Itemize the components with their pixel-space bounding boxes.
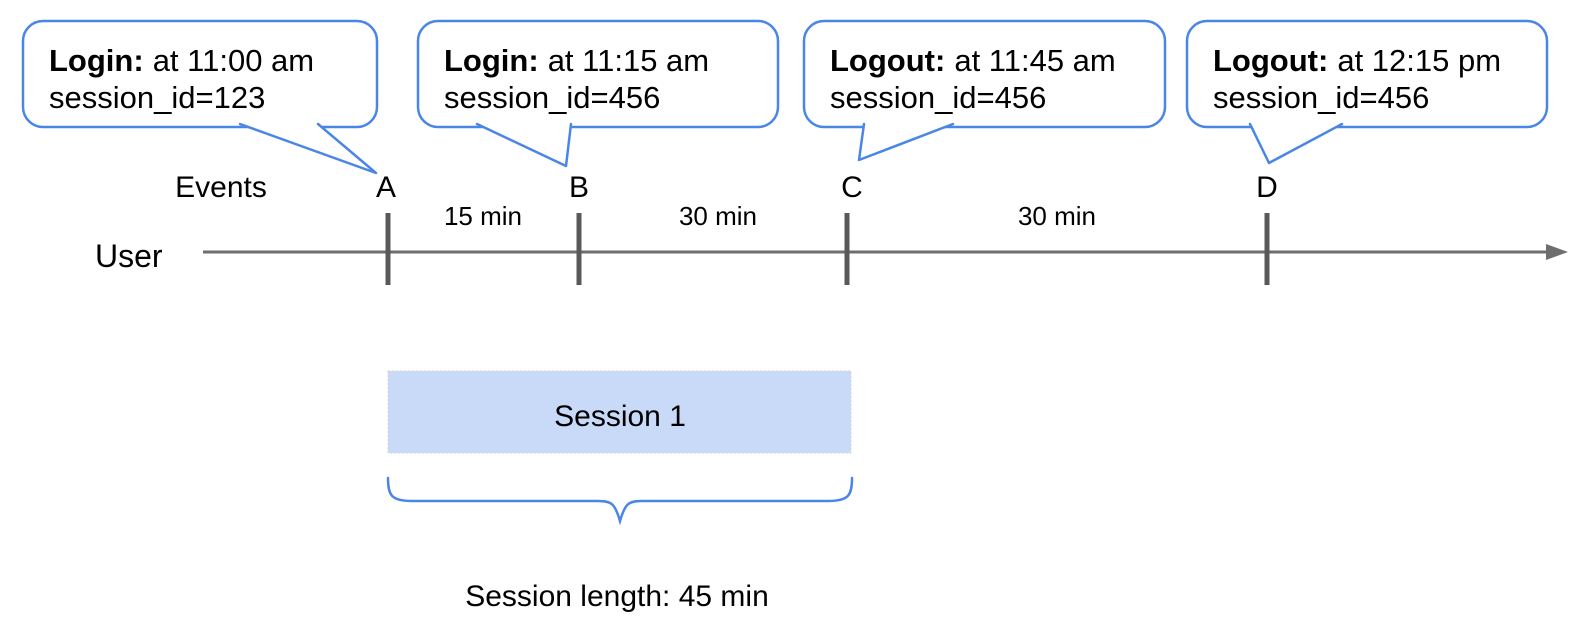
callout-a: Login: at 11:00 am session_id=123 <box>21 19 379 175</box>
callout-tail-pointer <box>475 122 573 168</box>
callout-title: Login: <box>444 43 539 78</box>
callout-line1: Login: at 11:00 am <box>49 43 314 78</box>
session-bar <box>387 370 852 454</box>
callout-title: Logout: <box>830 43 945 78</box>
session-label: Session 1 <box>554 400 686 433</box>
callout-session-id: session_id=456 <box>444 80 660 115</box>
session-length-label: Session length: 45 min <box>465 580 769 613</box>
interval-label-cd: 30 min <box>1018 201 1096 231</box>
callout-tail-pointer <box>857 122 955 162</box>
callout-c: Logout: at 11:45 am session_id=456 <box>802 19 1167 162</box>
session-brace <box>386 476 854 526</box>
event-label-d: D <box>1256 171 1278 204</box>
event-label-b: B <box>569 171 589 204</box>
event-label-c: C <box>841 171 863 204</box>
timeline: Events User A B C D 15 min 30 min 30 min <box>95 171 1568 285</box>
callout-tail-pointer <box>1248 122 1344 165</box>
callout-d: Logout: at 12:15 pm session_id=456 <box>1185 19 1549 165</box>
axis-user-label: User <box>95 238 163 274</box>
callout-line1: Logout: at 11:45 am <box>830 43 1116 78</box>
callout-time: at 11:00 am <box>153 43 314 78</box>
interval-label-ab: 15 min <box>444 201 522 231</box>
callout-time: at 12:15 pm <box>1337 43 1501 78</box>
callout-bubble <box>21 19 379 129</box>
callout-session-id: session_id=456 <box>1213 80 1429 115</box>
callout-bubble <box>802 19 1167 129</box>
callout-title: Login: <box>49 43 144 78</box>
callout-tail-pointer <box>238 122 378 175</box>
timeline-arrowhead-icon <box>1546 244 1568 260</box>
callout-title: Logout: <box>1213 43 1328 78</box>
callout-bubble <box>1185 19 1549 129</box>
interval-label-bc: 30 min <box>679 201 757 231</box>
callout-session-id: session_id=456 <box>830 80 1046 115</box>
callout-bubble <box>416 19 780 129</box>
event-label-a: A <box>376 171 396 204</box>
session-section: Session 1 Session length: 45 min <box>386 370 854 613</box>
callout-line1: Logout: at 12:15 pm <box>1213 43 1501 78</box>
events-label: Events <box>175 171 267 204</box>
callout-time: at 11:45 am <box>954 43 1115 78</box>
callout-b: Login: at 11:15 am session_id=456 <box>416 19 780 168</box>
callout-time: at 11:15 am <box>548 43 709 78</box>
callout-line1: Login: at 11:15 am <box>444 43 709 78</box>
callout-session-id: session_id=123 <box>49 80 265 115</box>
